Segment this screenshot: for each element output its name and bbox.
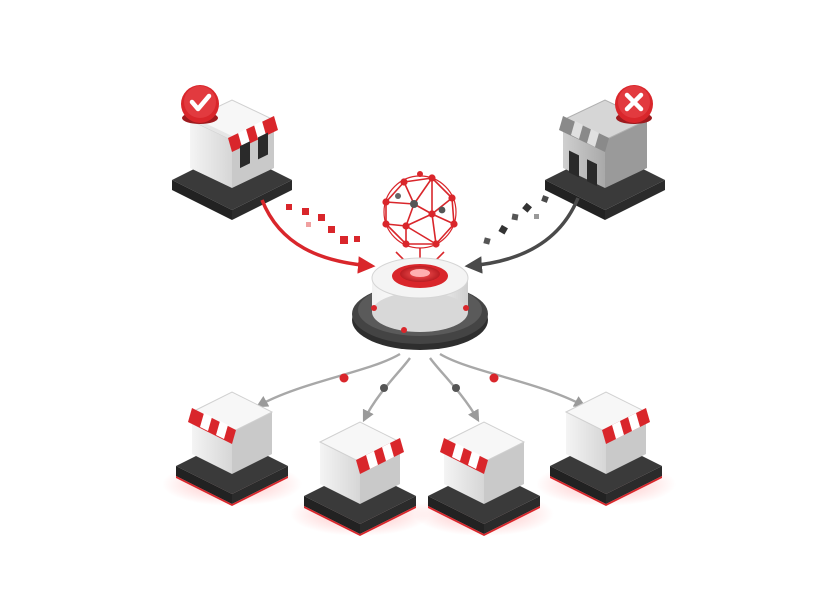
target-store-3 — [414, 421, 554, 536]
checkmark-icon — [189, 93, 212, 112]
awning — [559, 116, 609, 152]
awning — [602, 408, 650, 444]
target-store-4 — [536, 391, 676, 506]
distribution-packets — [339, 373, 499, 392]
awning — [228, 116, 278, 152]
approved-data-flow — [260, 199, 376, 274]
target-stores — [162, 391, 676, 536]
rejected-data-flow — [464, 195, 580, 274]
awning — [440, 438, 488, 474]
approved-badge — [181, 85, 219, 124]
awning — [188, 408, 236, 444]
cross-icon — [624, 92, 644, 112]
distribution-flows — [255, 352, 587, 423]
aggregation-hub — [352, 257, 488, 350]
target-store-1 — [162, 391, 302, 506]
awning — [356, 438, 404, 474]
rejected-badge — [615, 85, 653, 124]
target-store-2 — [290, 421, 430, 536]
neural-network-sphere-icon — [382, 171, 458, 267]
approved-source-store — [172, 99, 292, 220]
